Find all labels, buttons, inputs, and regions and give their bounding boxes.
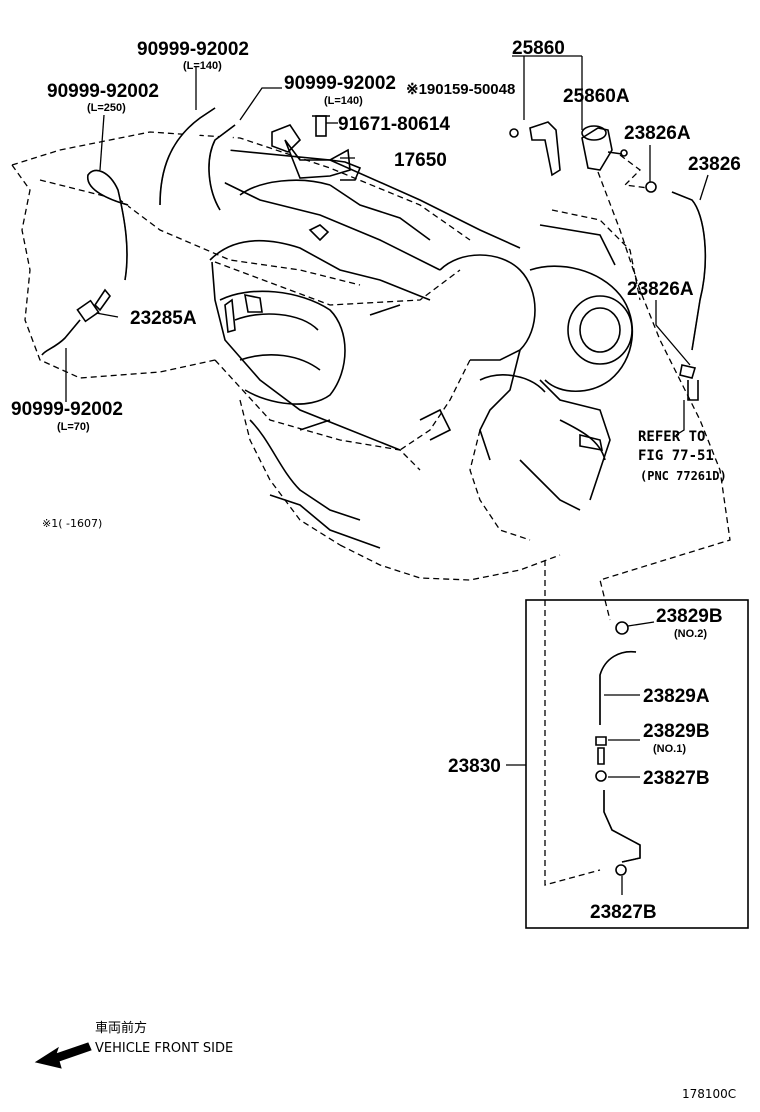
- hose-assembly-inset: [525, 560, 749, 929]
- label-23285a: 23285A: [130, 308, 197, 329]
- label-23829a: 23829A: [643, 686, 710, 707]
- part-labels: 90999-92002 (L=140) 90999-92002 (L=250) …: [11, 38, 741, 923]
- label-17650: 17650: [394, 150, 447, 171]
- label-no1: (NO.1): [653, 743, 686, 755]
- label-90999-92002-top: 90999-92002: [137, 39, 249, 60]
- front-label-english: VEHICLE FRONT SIDE: [95, 1041, 233, 1056]
- vehicle-front-indicator: 車両前方 VEHICLE FRONT SIDE: [34, 1020, 233, 1069]
- label-23827b-bottom: 23827B: [590, 902, 657, 923]
- label-23826a-mid: 23826A: [627, 279, 694, 300]
- figure-id: 178100C: [682, 1087, 736, 1101]
- label-23827b-mid: 23827B: [643, 768, 710, 789]
- label-23826: 23826: [688, 154, 741, 175]
- label-23829b-mid: 23829B: [643, 721, 710, 742]
- hose-23826: [597, 154, 731, 621]
- label-length-70: (L=70): [57, 421, 90, 433]
- engine-illustration: [11, 131, 641, 581]
- label-90999-92002-mid: 90999-92002: [284, 73, 396, 94]
- leader-lines: [65, 55, 709, 895]
- label-90999-92002-bottom: 90999-92002: [11, 399, 123, 420]
- egr-valve-group: [509, 121, 628, 177]
- label-23830: 23830: [448, 756, 501, 777]
- footnote: ※1( -1607): [42, 517, 102, 530]
- label-25860: 25860: [512, 38, 565, 59]
- refer-to-line-1: REFER TO: [638, 429, 705, 445]
- refer-to-line-3: (PNC 77261D): [640, 469, 727, 483]
- label-length-140-top: (L=140): [183, 60, 222, 72]
- label-90999-92002-left: 90999-92002: [47, 81, 159, 102]
- label-25860a: 25860A: [563, 86, 630, 107]
- front-arrow-icon: [34, 1042, 92, 1069]
- label-23826a-top: 23826A: [624, 123, 691, 144]
- label-length-140-mid: (L=140): [324, 95, 363, 107]
- label-23829b-top: 23829B: [656, 606, 723, 627]
- label-91671-80614: 91671-80614: [338, 114, 450, 135]
- label-length-250: (L=250): [87, 102, 126, 114]
- label-90159-50048: ※190159-50048: [406, 81, 515, 98]
- vsv-assembly: [271, 115, 362, 181]
- label-no2: (NO.2): [674, 628, 707, 640]
- vacuum-hoses: [41, 107, 236, 356]
- refer-to-line-2: FIG 77-51: [638, 448, 714, 464]
- front-label-japanese: 車両前方: [95, 1020, 147, 1036]
